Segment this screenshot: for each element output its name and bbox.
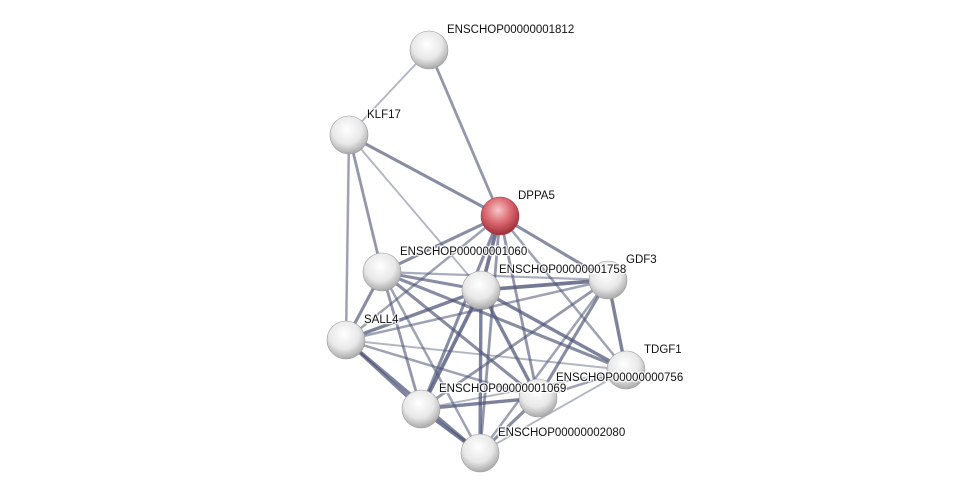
edge-DPPA5-TDGF1[interactable] — [499, 215, 627, 371]
node-label: ENSCHOP00000001069 — [439, 383, 566, 395]
edge-GDF3-SALL4[interactable] — [345, 278, 609, 342]
edge-SALL4-TDGF1[interactable] — [345, 339, 627, 371]
edges-layer — [344, 49, 628, 455]
edge-ENSCHOP00000001758-ENSCHOP00000002080[interactable] — [478, 289, 483, 454]
edge-DPPA5-ENSCHOP00000000756[interactable] — [498, 215, 540, 399]
node-tdgf1[interactable] — [606, 350, 646, 390]
edge-ENSCHOP00000001758-ENSCHOP00000001069[interactable] — [419, 289, 483, 410]
edge-ENSCHOP00000001758-GDF3[interactable] — [480, 278, 609, 292]
node-klf17[interactable] — [329, 115, 369, 155]
node-label: ENSCHOP00000001060 — [400, 246, 527, 258]
node-label: KLF17 — [367, 109, 401, 121]
edge-ENSCHOP00000001060-TDGF1[interactable] — [381, 270, 627, 372]
node-enschop00000002080[interactable] — [460, 433, 500, 473]
node-label: DPPA5 — [518, 190, 555, 202]
edge-DPPA5-ENSCHOP00000001060[interactable] — [381, 214, 501, 274]
node-label: ENSCHOP00000001758 — [499, 264, 626, 276]
node-enschop00000001069[interactable] — [401, 389, 441, 429]
edge-ENSCHOP00000001060-ENSCHOP00000001069[interactable] — [380, 271, 423, 410]
node-label: SALL4 — [364, 314, 399, 326]
node-enschop00000001060[interactable] — [362, 252, 402, 292]
node-label: ENSCHOP00000000756 — [556, 372, 683, 384]
edge-KLF17-SALL4[interactable] — [344, 134, 351, 341]
edge-GDF3-ENSCHOP00000002080[interactable] — [478, 279, 610, 454]
edge-KLF17-DPPA5[interactable] — [348, 133, 501, 218]
edge-GDF3-ENSCHOP00000001069[interactable] — [420, 278, 609, 411]
edge-ENSCHOP00000001060-ENSCHOP00000002080[interactable] — [380, 271, 482, 454]
node-label: GDF3 — [626, 254, 657, 266]
node-dppa5[interactable] — [480, 196, 520, 236]
edge-ENSCHOP00000001758-SALL4[interactable] — [345, 288, 482, 342]
edge-ENSCHOP00000001812-DPPA5[interactable] — [427, 49, 502, 217]
edge-SALL4-ENSCHOP00000000756[interactable] — [345, 338, 539, 400]
edge-ENSCHOP00000000756-ENSCHOP00000001069[interactable] — [420, 396, 539, 411]
node-label: ENSCHOP00000002080 — [498, 427, 625, 439]
edge-GDF3-ENSCHOP00000000756[interactable] — [536, 279, 610, 399]
edge-KLF17-ENSCHOP00000001060[interactable] — [347, 134, 384, 273]
labels-layer: ENSCHOP00000001812KLF17DPPA5ENSCHOP00000… — [363, 23, 685, 441]
node-sall4[interactable] — [326, 320, 366, 360]
node-enschop00000001812[interactable] — [409, 30, 449, 70]
edge-DPPA5-ENSCHOP00000002080[interactable] — [478, 215, 502, 454]
edge-ENSCHOP00000001060-GDF3[interactable] — [381, 270, 609, 282]
node-gdf3[interactable] — [588, 260, 628, 300]
node-label: TDGF1 — [644, 344, 682, 356]
edge-DPPA5-GDF3[interactable] — [499, 214, 609, 282]
edge-ENSCHOP00000001812-KLF17[interactable] — [348, 49, 430, 136]
nodes-layer — [326, 30, 646, 473]
edge-TDGF1-ENSCHOP00000002080[interactable] — [479, 369, 627, 454]
edge-KLF17-ENSCHOP00000001758[interactable] — [348, 134, 482, 291]
node-enschop00000000756[interactable] — [518, 378, 558, 418]
node-enschop00000001758[interactable] — [461, 270, 501, 310]
node-label: ENSCHOP00000001812 — [447, 24, 574, 36]
